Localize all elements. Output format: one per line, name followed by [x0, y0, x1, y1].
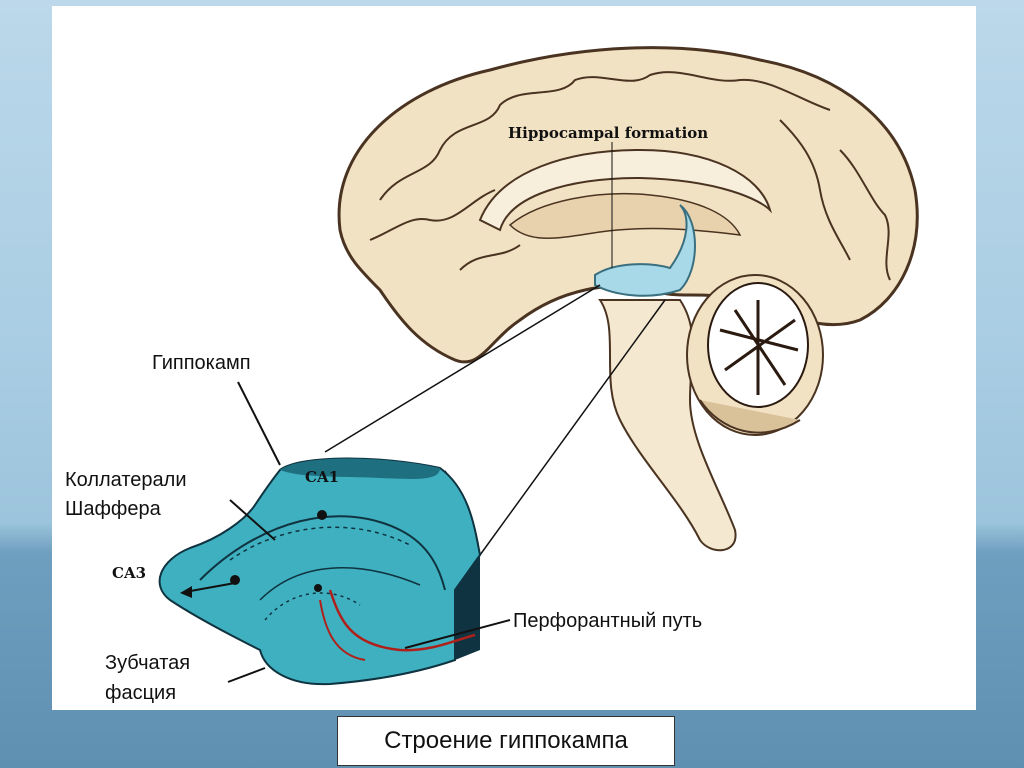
hippocampus-label: Гиппокамп [152, 352, 251, 374]
hippocampal-formation-label: Hippocampal formation [508, 124, 708, 142]
perforant-path-label: Перфорантный путь [513, 610, 703, 632]
dentate-label-line2: фасция [105, 682, 177, 704]
schaffer-leader [229, 499, 276, 541]
zoom-line-lower [479, 299, 666, 556]
hippocampus-highlight [594, 204, 696, 297]
schaffer-label-line2: Шаффера [65, 498, 161, 520]
hippocampus-slice: CA1 [158, 457, 482, 686]
zoom-line-upper [324, 284, 601, 453]
schaffer-label-line1: Коллатерали [65, 469, 187, 491]
slide-caption: Строение гиппокампа [337, 716, 675, 766]
dentate-leader [227, 667, 266, 683]
perforant-leader [404, 619, 511, 649]
dentate-label-line1: Зубчатая [105, 652, 191, 674]
cerebellum [686, 274, 824, 436]
region-ca3-label: CA3 [112, 564, 146, 582]
region-ca1-label: CA1 [305, 468, 339, 486]
hippocampus-leader [237, 381, 281, 466]
